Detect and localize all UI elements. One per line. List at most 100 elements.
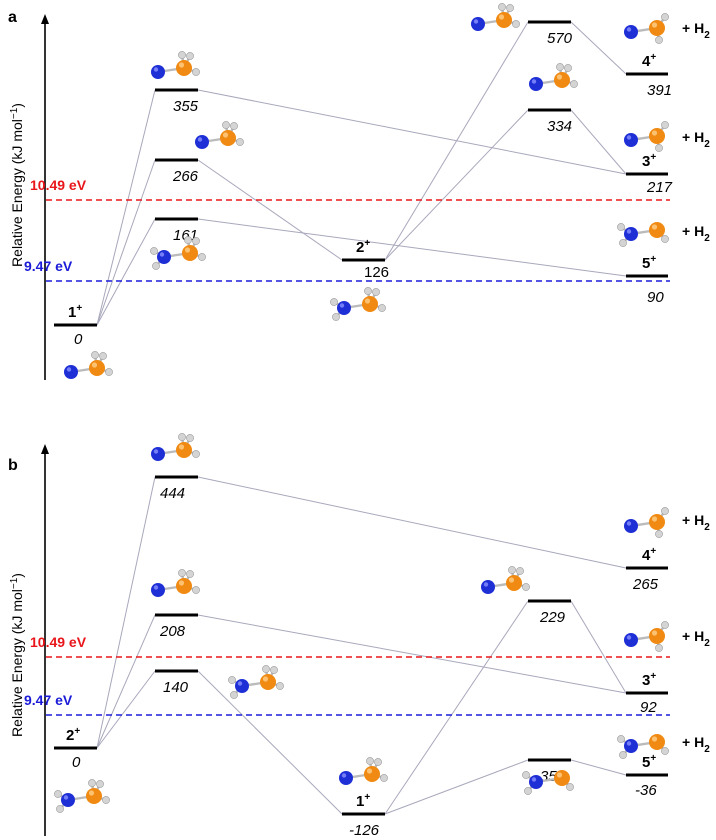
hydrogen-atom — [661, 121, 669, 129]
nitrogen-atom — [151, 583, 165, 597]
hydrogen-atom — [556, 63, 564, 71]
energy-value: 140 — [163, 679, 189, 696]
hydrogen-atom — [230, 122, 238, 130]
phosphorus-atom — [649, 514, 665, 530]
atom-highlight — [339, 303, 345, 308]
hydrogen-atom — [236, 138, 244, 146]
product-label: + H2 — [682, 129, 710, 150]
product-subscript: 2 — [704, 233, 710, 244]
species-number: 3 — [642, 672, 650, 689]
molecule-structure — [151, 569, 200, 597]
atom-highlight — [364, 298, 371, 304]
hydrogen-atom — [330, 298, 338, 306]
hydrogen-atom — [655, 36, 663, 44]
atom-highlight — [153, 449, 159, 454]
connector-line — [96, 159, 156, 326]
hydrogen-atom — [566, 783, 574, 791]
atom-highlight — [153, 67, 159, 72]
connector-line — [96, 89, 156, 326]
nitrogen-atom — [624, 739, 638, 753]
connector-line — [384, 109, 529, 261]
atom-highlight — [222, 132, 229, 138]
species-charge: + — [76, 303, 82, 314]
y-axis-label: Relative Energy (kJ mol−1) — [9, 573, 25, 737]
atom-highlight — [651, 516, 658, 522]
molecule-structure — [624, 121, 669, 152]
phosphorus-atom — [649, 20, 665, 36]
species-charge: + — [650, 671, 656, 682]
connector-line — [570, 21, 627, 75]
energy-value: 266 — [172, 168, 199, 185]
y-axis-label-close: ) — [9, 573, 25, 578]
energy-value: 0 — [72, 754, 81, 771]
hydrogen-atom — [230, 691, 238, 699]
atom-highlight — [531, 777, 537, 782]
phosphorus-atom — [649, 222, 665, 238]
energy-value: 92 — [640, 699, 657, 716]
hydrogen-atom — [508, 566, 516, 574]
atom-highlight — [626, 741, 632, 746]
connector-line — [96, 614, 156, 749]
atom-highlight — [178, 444, 185, 450]
hydrogen-atom — [184, 236, 192, 244]
nitrogen-atom — [624, 133, 638, 147]
nitrogen-atom — [61, 793, 75, 807]
nitrogen-atom — [529, 77, 543, 91]
hydrogen-atom — [178, 433, 186, 441]
connector-line — [197, 476, 627, 569]
species-label: 4+ — [642, 52, 656, 70]
hydrogen-atom — [276, 682, 284, 690]
species-charge: + — [650, 152, 656, 163]
hydrogen-atom — [270, 666, 278, 674]
atom-highlight — [88, 790, 95, 796]
phosphorus-atom — [362, 296, 378, 312]
product-subscript: 2 — [704, 522, 710, 533]
phosphorus-atom — [649, 628, 665, 644]
atom-highlight — [626, 229, 632, 234]
nitrogen-atom — [481, 580, 495, 594]
nitrogen-atom — [151, 65, 165, 79]
product-subscript: 2 — [704, 30, 710, 41]
species-label: 1+ — [68, 303, 82, 321]
product-label: + H2 — [682, 628, 710, 649]
atom-highlight — [651, 630, 658, 636]
connector-line — [570, 759, 627, 776]
connector-line — [96, 218, 156, 326]
atom-highlight — [262, 676, 269, 682]
connector-line — [96, 476, 156, 749]
atom-highlight — [651, 22, 658, 28]
species-number: 1 — [68, 304, 76, 321]
molecule-structure — [64, 351, 113, 379]
atom-highlight — [556, 772, 563, 778]
species-charge: + — [74, 726, 80, 737]
molecule-structure — [617, 734, 669, 759]
hydrogen-atom — [378, 304, 386, 312]
species-label: 3+ — [642, 152, 656, 170]
hydrogen-atom — [192, 237, 200, 245]
hydrogen-atom — [152, 262, 160, 270]
connector-line — [384, 600, 529, 815]
hydrogen-atom — [372, 288, 380, 296]
molecule-structure — [54, 779, 110, 813]
hydrogen-atom — [178, 569, 186, 577]
y-axis-label: Relative Energy (kJ mol−1) — [9, 103, 25, 267]
nitrogen-atom — [195, 135, 209, 149]
molecule-structure — [330, 287, 386, 321]
hydrogen-atom — [655, 144, 663, 152]
hydrogen-atom — [222, 121, 230, 129]
hydrogen-atom — [522, 771, 530, 779]
y-axis-label-exponent: −1 — [9, 577, 20, 589]
species-charge: + — [364, 238, 370, 249]
product-label: + H2 — [682, 512, 710, 533]
hydrogen-atom — [56, 805, 64, 813]
y-axis-label-close: ) — [9, 103, 25, 108]
hydrogen-atom — [150, 247, 158, 255]
hydrogen-atom — [564, 64, 572, 72]
phosphorus-atom — [89, 360, 105, 376]
phosphorus-atom — [554, 72, 570, 88]
hydrogen-atom — [186, 52, 194, 60]
molecule-structure — [624, 13, 669, 44]
hydrogen-atom — [661, 747, 669, 755]
species-number: 2 — [356, 239, 364, 256]
